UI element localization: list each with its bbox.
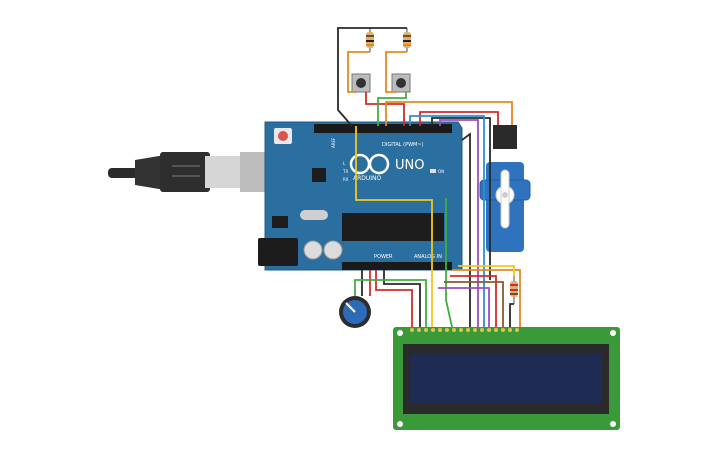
wire-green-lcd (445, 198, 453, 328)
power-analog-header (342, 262, 452, 270)
wire-black-servo (431, 117, 491, 280)
aref-label: AREF (331, 137, 336, 148)
wire-yellow-lcd (458, 265, 515, 276)
on-led-label: ON (438, 169, 444, 174)
wire-red-lcd (375, 270, 413, 327)
pushbutton-2[interactable] (391, 73, 411, 93)
wire-yellow-1 (355, 126, 433, 327)
rx-led-label: RX (343, 177, 349, 182)
digital-header-label: DIGITAL (PWM~) (382, 142, 424, 148)
lcd-pins (410, 328, 519, 332)
wire-brown-lcd (444, 281, 504, 327)
wire-purple-1 (439, 119, 479, 327)
resistor-1[interactable] (366, 28, 374, 52)
wire-green-pot (354, 279, 427, 327)
pushbutton-1[interactable] (351, 73, 371, 93)
power-label: POWER (374, 254, 393, 260)
power-jack (258, 238, 298, 266)
wire-orange-servo (385, 101, 513, 126)
wire-orange-btn2 (385, 51, 407, 93)
on-led (430, 169, 436, 173)
arduino-brand-text: ARDUINO (353, 175, 382, 182)
uno-logo-text: UNO (395, 158, 424, 173)
wire-green-btn (377, 92, 407, 126)
wires (337, 27, 521, 328)
arduino-uno-board[interactable]: UNO ARDUINO DIGITAL (PWM~) POWER ANALOG … (258, 121, 463, 271)
wire-red-lcd-2 (450, 275, 497, 327)
wire-blue-1 (409, 115, 485, 327)
wire-red-btn (365, 92, 405, 126)
wire-orange-lcd (452, 269, 521, 327)
wire-black-lcd (461, 132, 471, 327)
digital-header (314, 124, 452, 133)
wire-black-lcd-3 (509, 303, 514, 327)
wire-orange-btn1 (347, 51, 370, 93)
analog-label: ANALOG IN (414, 254, 442, 260)
lcd-display[interactable] (393, 327, 620, 430)
wire-black-top (337, 27, 370, 127)
usb-cable (108, 152, 292, 192)
lcd-screen (410, 354, 602, 404)
potentiometer[interactable] (339, 296, 371, 328)
tx-led-label: TX (342, 169, 348, 174)
atmega-chip (342, 213, 444, 241)
wire-red-servo (419, 111, 499, 126)
wire-purple-lcd (438, 287, 490, 327)
resistor-3[interactable] (510, 276, 518, 304)
l-led-label: L (343, 161, 346, 166)
resistor-2[interactable] (403, 28, 411, 52)
wire-black-lcd-2 (383, 270, 421, 327)
servo-motor[interactable] (479, 125, 531, 252)
